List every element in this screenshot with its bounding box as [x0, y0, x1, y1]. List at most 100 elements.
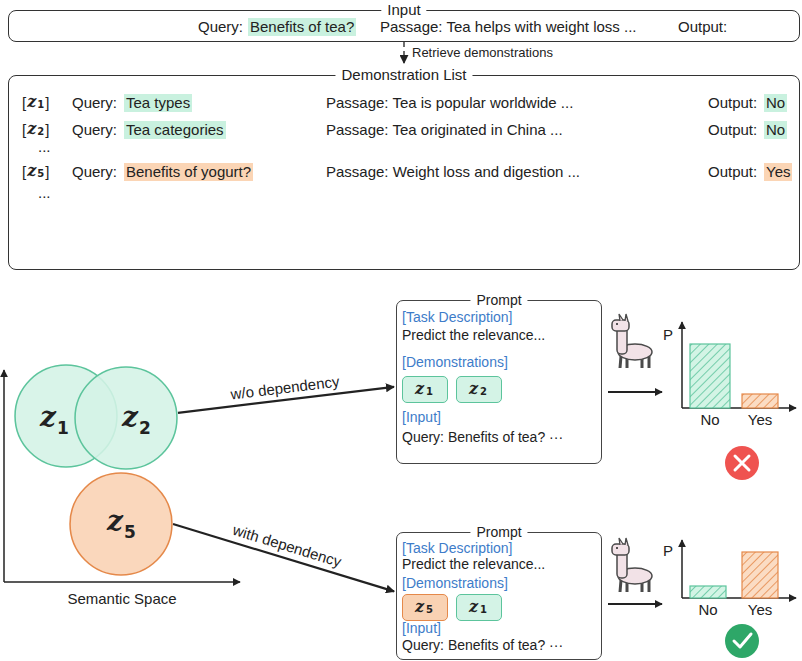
node-text: Query: — [72, 94, 117, 112]
art-part — [681, 322, 683, 408]
node-text: Passage: Tea helps with weight loss ... — [380, 18, 637, 36]
node-text: z — [27, 93, 36, 111]
node-text: [Input] — [402, 409, 441, 426]
node-text: Query: — [72, 121, 117, 139]
demo-chip: z5 — [402, 594, 448, 621]
node-text: Tea categories — [124, 121, 226, 139]
art-part — [608, 391, 662, 393]
wrong-icon — [725, 446, 759, 480]
art-part — [690, 586, 726, 598]
circle-shape — [70, 473, 172, 575]
subscript: 1 — [57, 418, 69, 438]
node-text: z — [415, 379, 424, 399]
subscript: 5 — [426, 604, 433, 616]
subscript: 5 — [124, 522, 136, 542]
node-text: ] — [45, 121, 49, 139]
node-text: [Task Description] — [402, 309, 512, 326]
demo-chip: z1 — [456, 594, 502, 621]
node-text: Benefits of tea? — [248, 18, 356, 36]
art-part — [734, 634, 751, 647]
circle-shape — [75, 367, 177, 469]
node-text: ... — [38, 138, 51, 156]
chart-label: P — [663, 326, 673, 344]
chart-label: No — [698, 601, 717, 619]
node-text: z — [469, 379, 478, 399]
subscript: 2 — [37, 126, 44, 138]
art-part — [608, 603, 662, 605]
art-part — [735, 456, 749, 470]
node-text: Query: — [198, 18, 243, 36]
chart-label: No — [700, 411, 719, 429]
node-text: Output: — [678, 18, 727, 36]
chart-label: P — [663, 542, 673, 560]
node-text: [ — [22, 163, 26, 181]
art-part — [3, 370, 5, 582]
subscript: 1 — [426, 386, 433, 398]
edge-label: with dependency — [231, 521, 344, 571]
bar-chart — [682, 322, 796, 408]
connector-arrow — [403, 42, 404, 63]
node-text: z — [469, 597, 478, 617]
art-part — [690, 344, 730, 408]
node-text: Query: Benefits of tea? ··· — [402, 429, 563, 446]
node-text: Yes — [764, 163, 792, 181]
node-text: Output: — [708, 163, 757, 181]
subscript: 5 — [37, 168, 44, 180]
node-text: No — [764, 94, 787, 112]
node-text: [Demonstrations] — [402, 354, 508, 371]
node-text: No — [764, 121, 787, 139]
art-part — [725, 624, 759, 658]
node-text: [ — [22, 94, 26, 112]
subscript: 1 — [37, 99, 44, 111]
node-text: ... — [38, 184, 51, 202]
art-part — [4, 581, 240, 583]
bar-chart — [682, 540, 796, 598]
demo-chip: z2 — [456, 376, 502, 403]
chart-label: Yes — [748, 601, 772, 619]
node-text: z — [415, 597, 424, 617]
prompt-box: z1z2Prompt[Task Description]Predict the … — [396, 292, 602, 464]
node-text: Predict the relevance... — [402, 327, 545, 344]
node-text: Passage: Tea is popular worldwide ... — [326, 94, 573, 112]
demonstration-list-box: Demonstration List[z1]Query:Tea typesPas… — [8, 66, 800, 270]
semantic-circle: z2 — [74, 366, 178, 470]
node-text: z — [40, 400, 56, 434]
input-box: InputQuery: Benefits of tea? Passage: Tea … — [8, 1, 800, 42]
connector-arrow — [173, 524, 394, 591]
node-text: ] — [45, 163, 49, 181]
node-text: Passage: Tea originated in China ... — [326, 121, 563, 139]
node-text: z — [27, 162, 36, 180]
art-part — [681, 540, 683, 598]
node-text: z — [27, 120, 36, 138]
llama-icon — [612, 538, 652, 592]
node-text: Passage: Weight loss and digestion ... — [326, 163, 580, 181]
subscript: 2 — [139, 418, 151, 438]
prompt-box: z5z1Prompt[Task Description]Predict the … — [396, 524, 602, 660]
edge-label: Retrieve demonstrations — [412, 44, 553, 62]
box-heading: Prompt — [470, 524, 527, 541]
node-text: z — [122, 400, 138, 434]
subscript: 2 — [480, 386, 487, 398]
node-text: Output: — [708, 121, 757, 139]
semantic-circle: z5 — [69, 472, 173, 576]
subscript: 1 — [480, 604, 487, 616]
axis-caption: Semantic Space — [67, 590, 176, 608]
art-part — [742, 394, 778, 408]
art-part — [725, 446, 759, 480]
chart-label: Yes — [748, 411, 772, 429]
box-heading: Input — [381, 1, 426, 19]
box-heading: Demonstration List — [335, 66, 472, 84]
node-text: Query: Benefits of tea? ··· — [402, 637, 563, 654]
node-text: z — [107, 504, 123, 538]
node-text: Tea types — [124, 94, 192, 112]
box-heading: Prompt — [470, 292, 527, 309]
node-text: [ — [22, 121, 26, 139]
node-text: [Task Description] — [402, 540, 512, 557]
correct-icon — [725, 624, 759, 658]
art-part — [742, 552, 778, 598]
llm-arrows — [608, 392, 662, 604]
node-text: ] — [45, 94, 49, 112]
node-text: [Demonstrations] — [402, 575, 508, 592]
